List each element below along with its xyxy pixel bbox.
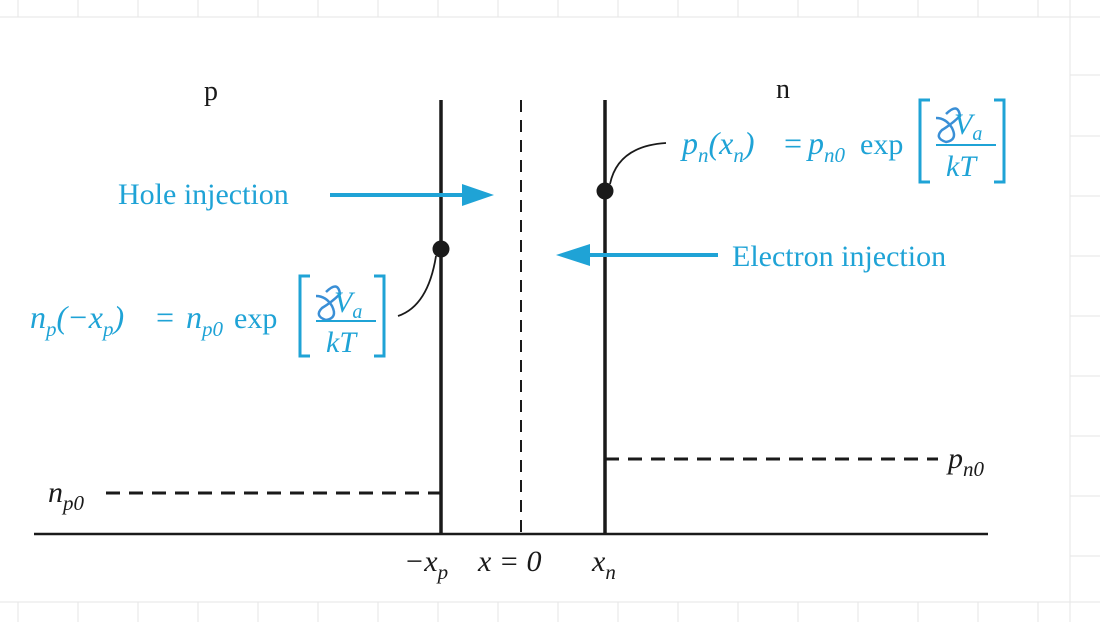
- hole-injection-label: Hole injection: [118, 178, 289, 211]
- leader-curve-right: [609, 142, 667, 185]
- svg-text:pn(xn): pn(xn): [680, 125, 755, 167]
- n-region-label: n: [776, 74, 790, 105]
- svg-text:kT: kT: [946, 150, 978, 183]
- electron-injection-label: Electron injection: [732, 240, 946, 273]
- pn0-label: pn0: [946, 442, 985, 481]
- right-eq-q-handwritten-icon: [935, 107, 962, 144]
- electron-injection-arrowhead: [556, 244, 590, 266]
- right-boundary-condition: pn(xn) = pn0 exp Va kT: [680, 98, 1006, 184]
- svg-text:Va: Va: [954, 108, 982, 145]
- np0-label: np0: [48, 476, 85, 515]
- hole-injection-arrowhead: [462, 184, 494, 206]
- p-region-label: p: [204, 76, 218, 107]
- svg-text:exp: exp: [234, 302, 277, 335]
- svg-text:kT: kT: [326, 326, 358, 359]
- svg-text:np(−xp): np(−xp): [30, 299, 124, 341]
- right-eq-bracket-right: [994, 98, 1006, 184]
- left-eq-bracket-right: [374, 274, 386, 358]
- svg-text:=: =: [156, 299, 174, 335]
- svg-text:np0: np0: [186, 299, 224, 341]
- left-eq-bracket-left: [298, 274, 310, 358]
- svg-text:Va: Va: [334, 286, 362, 323]
- svg-text:=: =: [784, 125, 802, 161]
- x-zero-tick-label: x = 0: [477, 545, 542, 578]
- right-eq-bracket-left: [918, 98, 930, 184]
- svg-text:exp: exp: [860, 128, 903, 161]
- svg-text:pn0: pn0: [806, 125, 846, 167]
- minus-xp-tick-label: −xp: [404, 545, 448, 584]
- xn-tick-label: xn: [591, 545, 616, 584]
- boundary-point-right: [596, 182, 614, 200]
- left-boundary-condition: np(−xp) = np0 exp Va kT: [30, 274, 386, 359]
- left-eq-q-handwritten-icon: [315, 285, 342, 322]
- leader-curve-left: [397, 255, 437, 317]
- boundary-point-left: [432, 240, 450, 258]
